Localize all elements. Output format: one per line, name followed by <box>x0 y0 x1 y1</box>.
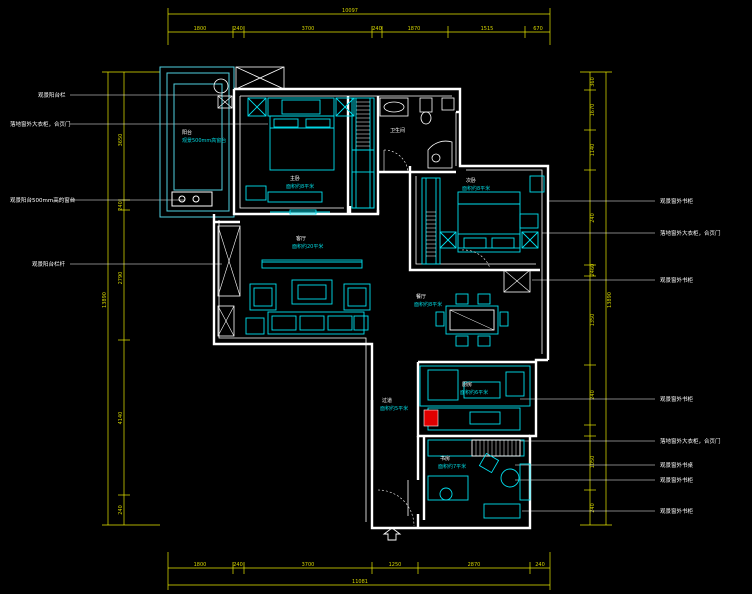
room-label-second: 次卧 <box>466 177 476 184</box>
room-sub-study: 面积约7平米 <box>438 463 466 470</box>
right-note: 观景窗外书柜 <box>660 395 694 403</box>
right-note: 观景窗外书桌 <box>660 461 694 469</box>
study-bookshelf-hatch <box>475 440 517 456</box>
second-wardrobe-hatch <box>426 211 436 257</box>
living-shelf-cabinet <box>217 225 241 297</box>
dim-left-seg: 240 <box>118 201 124 211</box>
room-sub-hall: 面积约5平米 <box>380 405 408 412</box>
right-note: 落地窗外大衣柜，合页门 <box>660 229 721 237</box>
dim-bottom-seg: 3700 <box>302 562 315 568</box>
leader-lines <box>70 94 655 512</box>
room-label-master: 主卧 <box>290 175 300 182</box>
balcony-box <box>217 95 233 109</box>
room-sub-kitchen: 面积约6平米 <box>460 389 488 396</box>
kitchen-red-cabinet <box>423 409 439 427</box>
room-label-study: 书房 <box>440 455 450 462</box>
living-corner-box <box>217 305 235 337</box>
room-label-dining: 餐厅 <box>416 293 426 300</box>
room-label-balcony: 阳台 <box>182 129 192 136</box>
wardrobe-hatch <box>356 101 370 147</box>
dim-right-seg: 240 <box>590 213 596 223</box>
dim-top-seg: 1800 <box>194 26 207 32</box>
dim-right-total: 13890 <box>607 292 613 308</box>
dim-bottom-seg: 1800 <box>194 562 207 568</box>
dim-top-seg: 240 <box>372 26 382 32</box>
right-note: 观景窗外书柜 <box>660 276 694 284</box>
balcony-corner-shaft <box>235 66 285 90</box>
right-note: 观景窗外书柜 <box>660 507 694 515</box>
bathroom-fixtures <box>379 97 455 169</box>
dim-left-seg: 4140 <box>118 412 124 425</box>
dim-left-seg: 2790 <box>118 272 124 285</box>
dim-left-seg: 240 <box>118 505 124 515</box>
left-note: 观景阳台栏 <box>38 91 66 99</box>
dim-bottom-seg: 240 <box>535 562 545 568</box>
dim-left-total: 13890 <box>102 292 108 308</box>
dim-right-seg: 1050 <box>590 456 596 469</box>
left-note: 落地窗外大衣柜，合页门 <box>10 120 71 128</box>
room-sub-master: 面积约8平米 <box>286 183 314 190</box>
room-label-hall: 过道 <box>382 397 392 404</box>
dim-right-seg: 2460 <box>590 264 596 277</box>
dim-right-seg: 1140 <box>590 144 596 157</box>
dim-right-seg: 1350 <box>590 314 596 327</box>
dim-top-seg: 1870 <box>408 26 421 32</box>
plant-icon <box>213 78 229 94</box>
dim-top-total: 10097 <box>342 8 358 14</box>
entry-arrow-icon <box>382 527 402 541</box>
dim-top-seg: 240 <box>233 26 243 32</box>
dim-right-seg: 360 <box>590 77 596 87</box>
dim-left-seg: 3650 <box>118 134 124 147</box>
inner-wall-lines <box>218 95 543 522</box>
living-room-furniture <box>245 259 371 335</box>
bath-door-swing <box>383 149 409 173</box>
dim-top-seg: 3700 <box>302 26 315 32</box>
dining-furniture <box>435 293 509 347</box>
dim-bottom-seg: 240 <box>233 562 243 568</box>
dim-right-seg: 240 <box>590 503 596 513</box>
dim-bottom-seg: 1250 <box>389 562 402 568</box>
room-label-living: 客厅 <box>296 235 306 242</box>
dim-bottom-seg: 2870 <box>468 562 481 568</box>
room-sub-balcony: 观景500mm高窗台 <box>182 137 226 144</box>
study-furniture <box>427 439 531 519</box>
shaft-box <box>503 269 531 293</box>
dim-top-seg: 1515 <box>481 26 494 32</box>
dim-right-seg: 240 <box>590 390 596 400</box>
right-note: 观景窗外书柜 <box>660 476 694 484</box>
room-sub-second: 面积约8平米 <box>462 185 490 192</box>
room-label-bath: 卫生间 <box>390 127 405 134</box>
second-door-swing <box>461 249 491 269</box>
walls <box>212 87 550 530</box>
room-sub-dining: 面积约8平米 <box>414 301 442 308</box>
right-note: 落地窗外大衣柜，合页门 <box>660 437 721 445</box>
second-bedroom-furniture <box>421 175 545 265</box>
dim-top-seg: 670 <box>533 26 543 32</box>
right-note: 观景窗外书柜 <box>660 197 694 205</box>
dim-bottom-total: 11081 <box>352 579 368 585</box>
dimension-lines <box>102 8 612 590</box>
room-sub-living: 面积约20平米 <box>292 243 323 250</box>
left-note: 观景阳台500mm高的窗台 <box>10 196 76 204</box>
room-label-kitchen: 厨房 <box>462 381 472 388</box>
left-note: 观景阳台栏杆 <box>32 260 66 268</box>
entry-door-swing <box>377 489 415 527</box>
dim-right-seg: 1670 <box>590 104 596 117</box>
master-bedroom-furniture <box>245 97 375 215</box>
